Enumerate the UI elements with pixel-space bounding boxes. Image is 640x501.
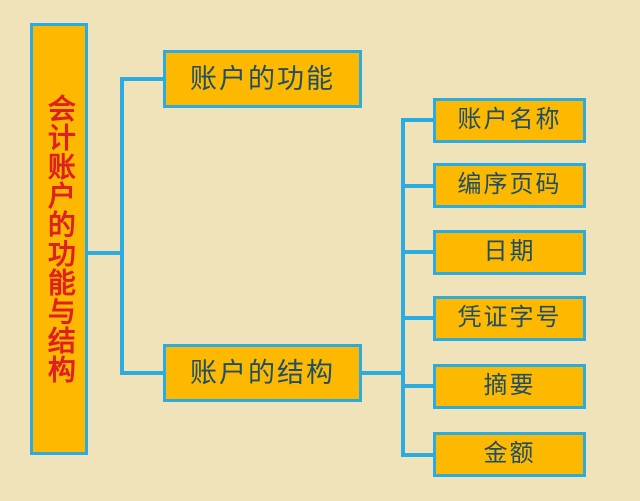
leaf-node-label: 金额 [483,440,536,467]
leaf-node-label: 凭证字号 [457,304,562,331]
leaf-node[interactable]: 摘要 [433,364,586,409]
connector-branch-to-function [120,77,165,81]
leaf-node[interactable]: 编序页码 [433,163,586,208]
connector-branch-leaf-1 [401,184,435,188]
root-node-label: 会计账户的功能与结构 [43,94,75,384]
leaf-node[interactable]: 日期 [433,230,586,275]
node-account-structure[interactable]: 账户的结构 [163,344,362,402]
node-account-structure-label: 账户的结构 [190,357,335,388]
leaf-node-label: 摘要 [483,372,536,399]
leaf-node-label: 日期 [483,238,536,265]
connector-spine-level3 [401,118,405,457]
root-node[interactable]: 会计账户的功能与结构 [30,23,88,455]
connector-branch-leaf-5 [401,453,435,457]
connector-branch-to-structure [120,371,165,375]
connector-structure-stub [360,371,405,375]
leaf-node-label: 编序页码 [457,171,562,198]
connector-branch-leaf-2 [401,250,435,254]
node-account-function[interactable]: 账户的功能 [163,50,362,108]
connector-branch-leaf-4 [401,384,435,388]
connector-branch-leaf-0 [401,118,435,122]
connector-root-stub [86,251,124,255]
leaf-node[interactable]: 凭证字号 [433,296,586,341]
connector-spine-level2 [120,77,124,375]
connector-branch-leaf-3 [401,316,435,320]
leaf-node[interactable]: 账户名称 [433,98,586,143]
leaf-node-label: 账户名称 [457,106,562,133]
leaf-node[interactable]: 金额 [433,432,586,477]
node-account-function-label: 账户的功能 [190,63,335,94]
